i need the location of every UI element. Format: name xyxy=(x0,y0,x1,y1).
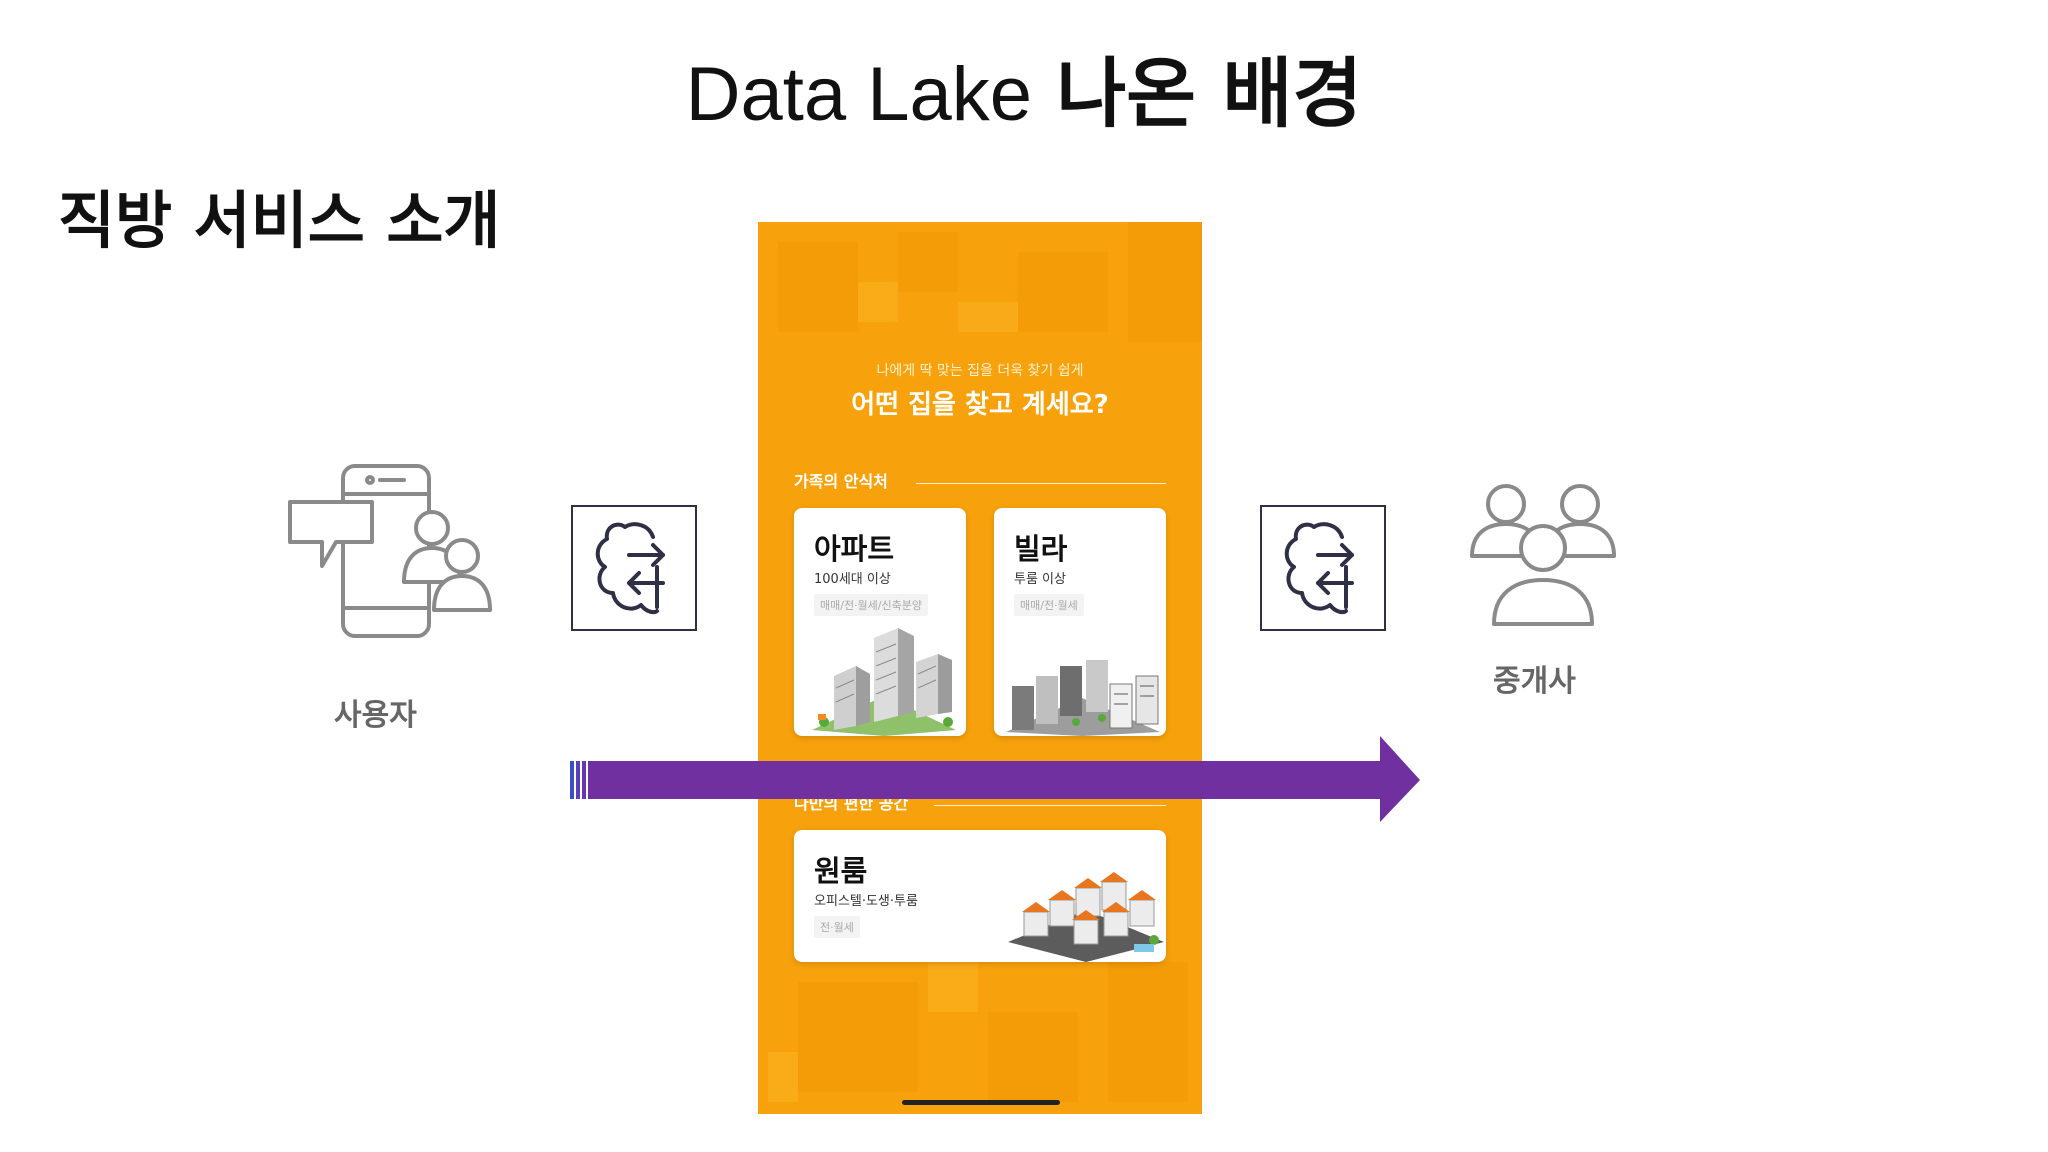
broker-label: 중개사 xyxy=(1493,664,1576,699)
section-heading: 직방 서비스 소개 xyxy=(58,184,501,257)
villa-buildings-icon xyxy=(1006,660,1160,736)
user-group-icon xyxy=(1470,484,1616,626)
card-villa-subtitle: 투룸 이상 xyxy=(1014,572,1066,587)
phone-screenshot: 나에게 딱 맞는 집을 더욱 찾기 쉽게 어떤 집을 찾고 계세요? 가족의 안… xyxy=(758,222,1202,1114)
cloud-exchange-icon xyxy=(595,522,665,615)
right-exchange-box xyxy=(1260,505,1386,631)
section-divider xyxy=(916,483,1166,484)
section-divider xyxy=(934,805,1166,806)
phone-subtitle: 나에게 딱 맞는 집을 더욱 찾기 쉽게 xyxy=(876,363,1084,379)
oneroom-buildings-icon xyxy=(1008,872,1164,962)
home-indicator xyxy=(902,1100,1060,1105)
card-oneroom-title: 원룸 xyxy=(814,854,868,888)
card-apartment-tag: 매매/전·월세/신축분양 xyxy=(814,594,928,616)
slide-title-latin: Data Lake xyxy=(685,52,1033,137)
card-oneroom-tag: 전·월세 xyxy=(814,916,860,938)
card-apartment-title: 아파트 xyxy=(814,532,895,566)
left-exchange-box xyxy=(571,505,697,631)
section-family: 가족의 안식처 xyxy=(794,468,1166,491)
slide-title-korean: 나온 배경 xyxy=(1056,49,1363,138)
data-flow-arrow xyxy=(570,736,1420,822)
mobile-chat-users-icon xyxy=(288,464,492,638)
card-villa-tag: 매매/전·월세 xyxy=(1014,594,1084,616)
user-label: 사용자 xyxy=(334,698,417,733)
slide-title: Data Lake 나온 배경 xyxy=(0,48,2048,140)
card-apartment-subtitle: 100세대 이상 xyxy=(814,572,891,587)
phone-title: 어떤 집을 찾고 계세요? xyxy=(851,390,1109,420)
card-oneroom[interactable]: 원룸 오피스텔·도생·투룸 전·월세 xyxy=(794,830,1166,962)
cloud-exchange-icon xyxy=(1284,522,1354,615)
card-villa-title: 빌라 xyxy=(1014,532,1068,566)
card-oneroom-subtitle: 오피스텔·도생·투룸 xyxy=(814,894,918,909)
card-villa[interactable]: 빌라 투룸 이상 매매/전·월세 xyxy=(994,508,1166,736)
section-family-label: 가족의 안식처 xyxy=(794,472,888,491)
apartment-buildings-icon xyxy=(812,628,956,736)
card-apartment[interactable]: 아파트 100세대 이상 매매/전·월세/신축분양 xyxy=(794,508,966,736)
